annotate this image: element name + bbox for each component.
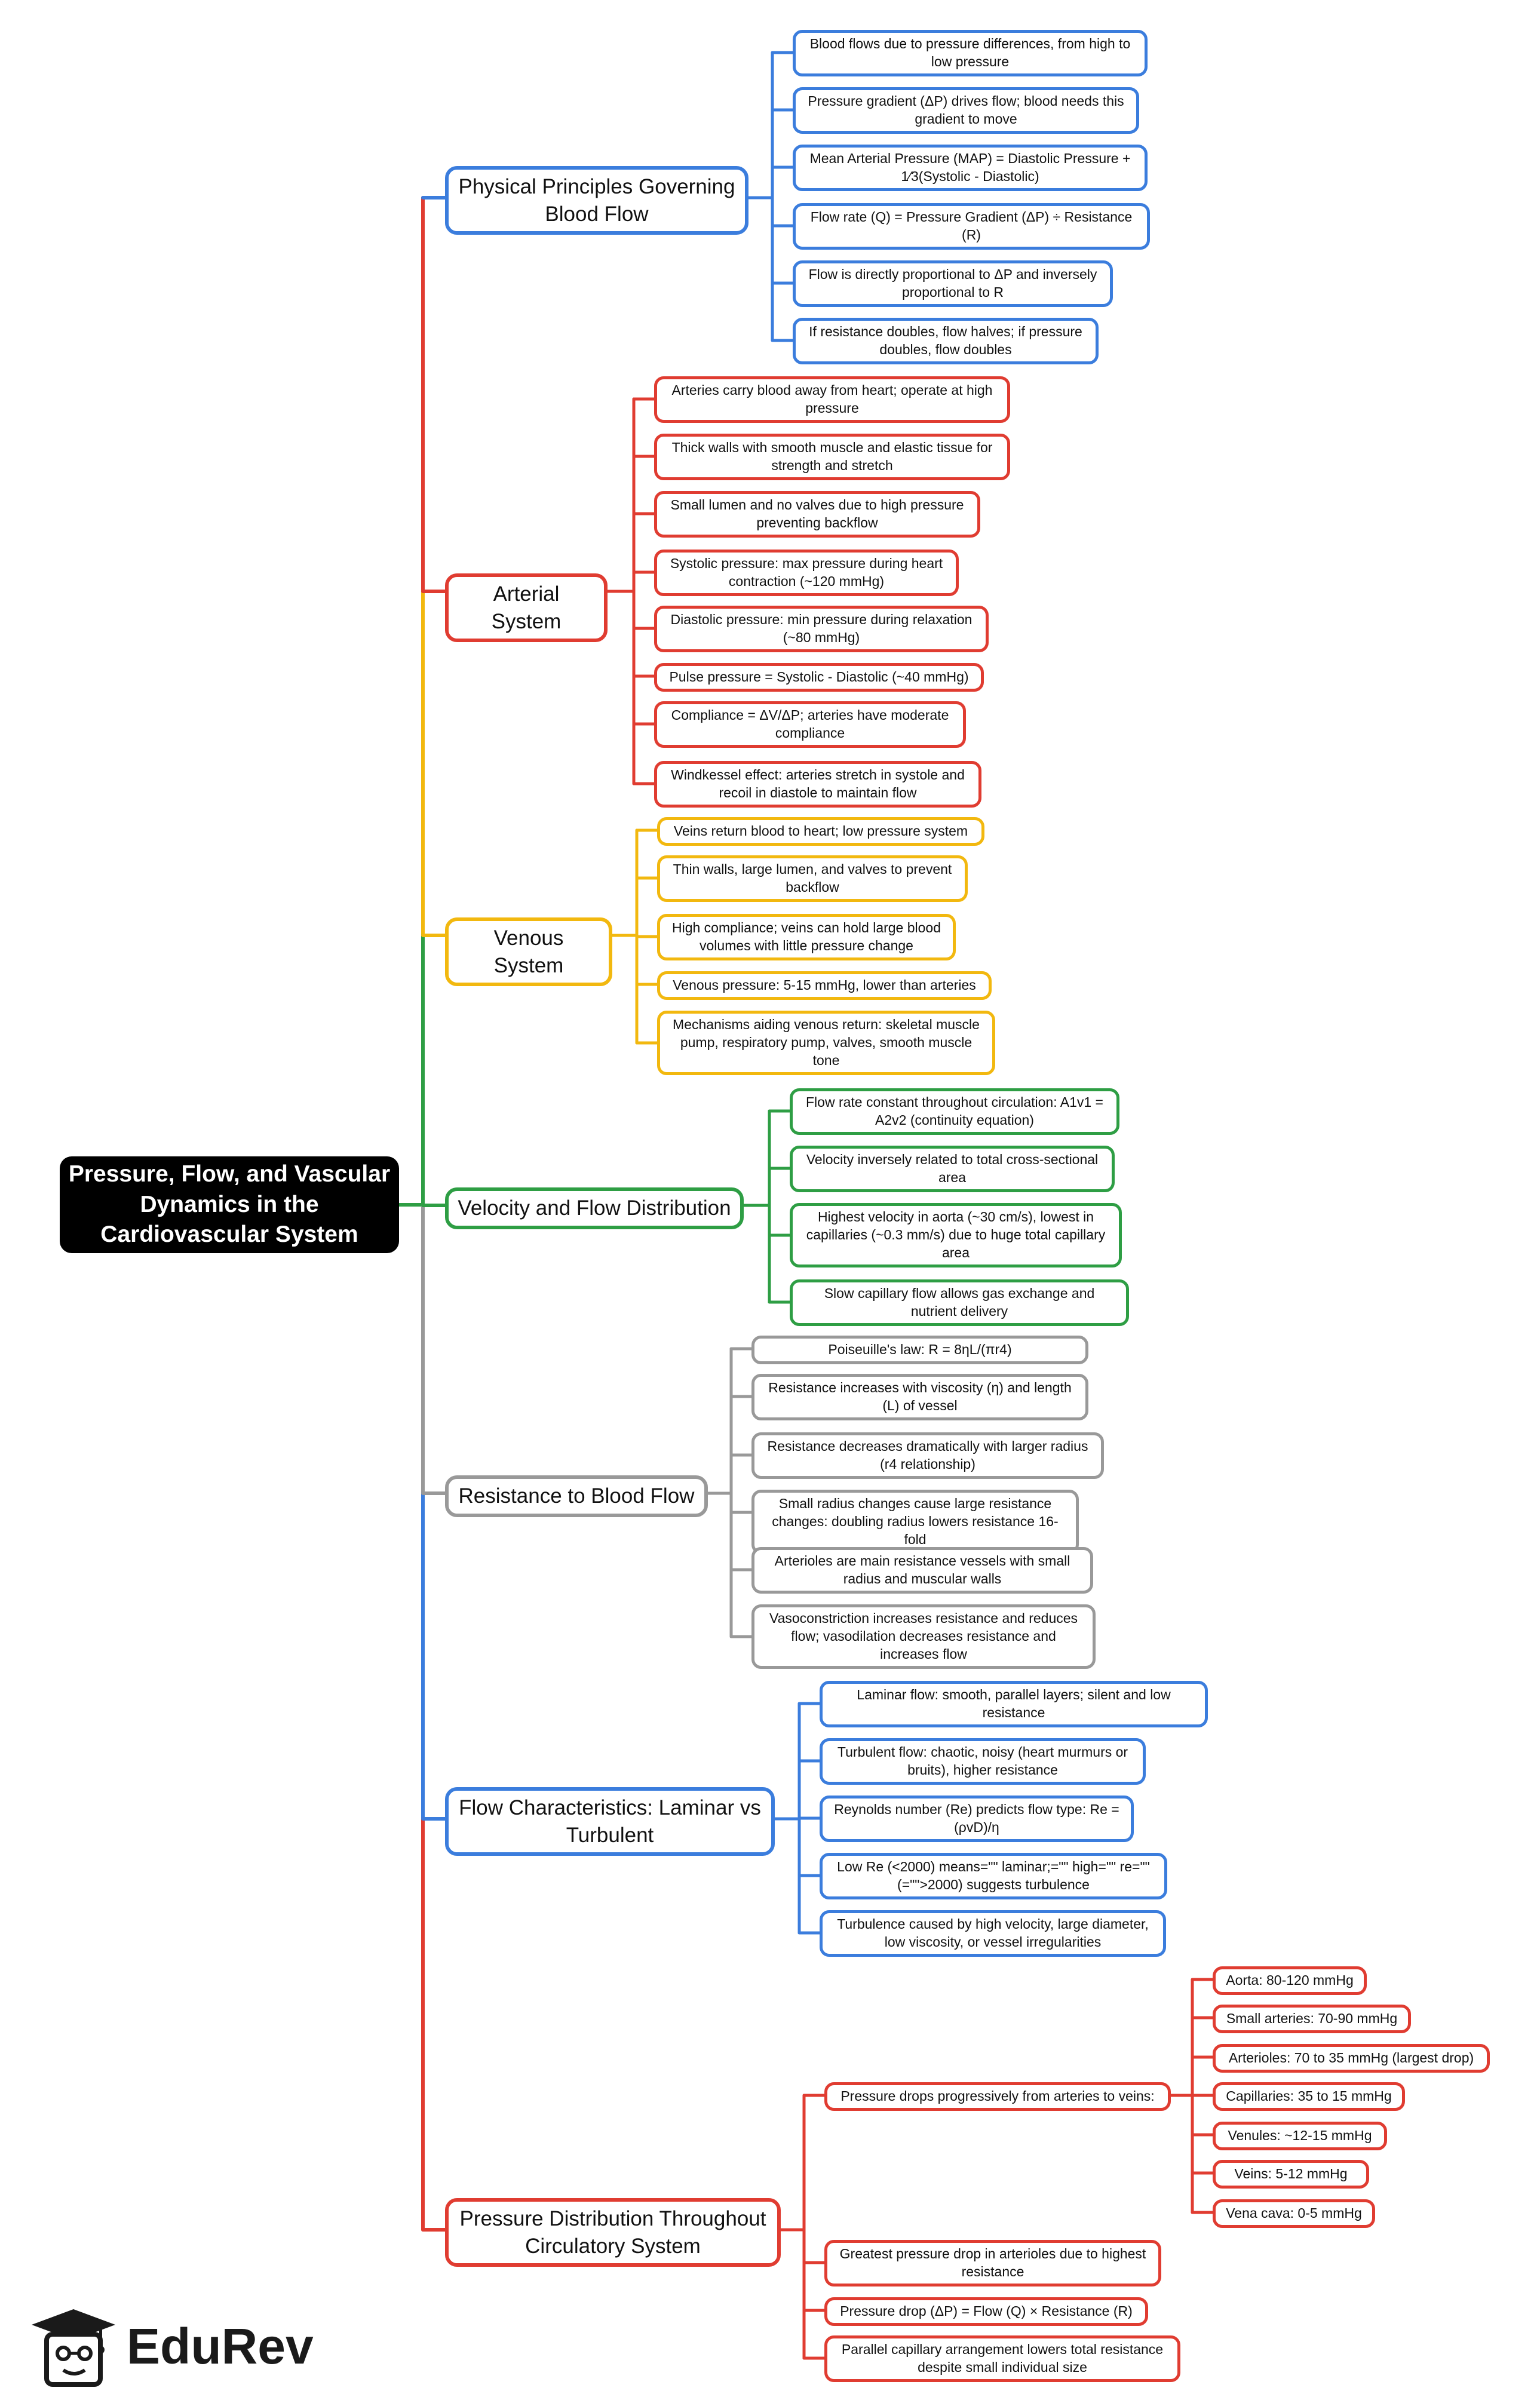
leaf-item: Turbulent flow: chaotic, noisy (heart mu…	[820, 1738, 1146, 1785]
leaf-item: Parallel capillary arrangement lowers to…	[824, 2335, 1180, 2382]
root-node: Pressure, Flow, and Vascular Dynamics in…	[60, 1156, 399, 1253]
leaf-item: Thick walls with smooth muscle and elast…	[654, 434, 1010, 480]
leaf-item: Compliance = ΔV/ΔP; arteries have modera…	[654, 701, 966, 748]
leaf-item: Resistance decreases dramatically with l…	[751, 1432, 1104, 1479]
leaf-item: Velocity inversely related to total cros…	[790, 1146, 1115, 1192]
leaf-item: Arterioles are main resistance vessels w…	[751, 1547, 1093, 1594]
leaf-item: Mechanisms aiding venous return: skeleta…	[657, 1011, 995, 1075]
leaf-item: Mean Arterial Pressure (MAP) = Diastolic…	[793, 145, 1148, 191]
leaf-item: Flow is directly proportional to ΔP and …	[793, 260, 1113, 307]
leaf-item: Pressure drops progressively from arteri…	[824, 2082, 1171, 2111]
branch-velocity-flow: Velocity and Flow Distribution	[445, 1187, 744, 1229]
sub-item: Veins: 5-12 mmHg	[1213, 2160, 1369, 2189]
sub-item: Venules: ~12-15 mmHg	[1213, 2122, 1387, 2150]
graduate-mascot-icon	[32, 2309, 115, 2387]
leaf-item: Reynolds number (Re) predicts flow type:…	[820, 1796, 1134, 1842]
leaf-item: Poiseuille's law: R = 8ηL/(πr4)	[751, 1336, 1088, 1364]
branch-venous-system: Venous System	[445, 917, 612, 986]
sub-item: Small arteries: 70-90 mmHg	[1213, 2005, 1411, 2033]
leaf-item: Pressure drop (ΔP) = Flow (Q) × Resistan…	[824, 2297, 1148, 2326]
leaf-item: Thin walls, large lumen, and valves to p…	[657, 855, 968, 902]
leaf-item: Pressure gradient (ΔP) drives flow; bloo…	[793, 87, 1139, 134]
leaf-item: Low Re (<2000) means="" laminar;="" high…	[820, 1853, 1167, 1899]
leaf-item: Systolic pressure: max pressure during h…	[654, 550, 959, 596]
leaf-item: Arteries carry blood away from heart; op…	[654, 376, 1010, 423]
sub-item: Arterioles: 70 to 35 mmHg (largest drop)	[1213, 2044, 1490, 2073]
sub-item: Vena cava: 0-5 mmHg	[1213, 2199, 1375, 2228]
branch-pressure-distribution: Pressure Distribution Throughout Circula…	[445, 2198, 781, 2267]
leaf-item: Vasoconstriction increases resistance an…	[751, 1604, 1096, 1669]
leaf-item: Blood flows due to pressure differences,…	[793, 30, 1148, 76]
leaf-item: Small lumen and no valves due to high pr…	[654, 491, 980, 538]
leaf-item: High compliance; veins can hold large bl…	[657, 914, 956, 960]
branch-resistance: Resistance to Blood Flow	[445, 1475, 708, 1517]
leaf-item: Highest velocity in aorta (~30 cm/s), lo…	[790, 1203, 1122, 1267]
leaf-item: Flow rate (Q) = Pressure Gradient (ΔP) ÷…	[793, 203, 1150, 250]
leaf-item: Venous pressure: 5-15 mmHg, lower than a…	[657, 971, 992, 1000]
leaf-item: Windkessel effect: arteries stretch in s…	[654, 761, 981, 808]
logo-text: EduRev	[127, 2318, 314, 2374]
leaf-item: Flow rate constant throughout circulatio…	[790, 1088, 1119, 1135]
leaf-item: Slow capillary flow allows gas exchange …	[790, 1279, 1129, 1326]
edurev-logo: EduRev	[29, 2304, 314, 2388]
leaf-item: Laminar flow: smooth, parallel layers; s…	[820, 1681, 1208, 1727]
branch-arterial-system: Arterial System	[445, 573, 608, 642]
leaf-item: Pulse pressure = Systolic - Diastolic (~…	[654, 663, 984, 692]
sub-item: Capillaries: 35 to 15 mmHg	[1213, 2082, 1405, 2111]
leaf-item: Veins return blood to heart; low pressur…	[657, 817, 984, 846]
leaf-item: Turbulence caused by high velocity, larg…	[820, 1910, 1166, 1957]
leaf-item: Small radius changes cause large resista…	[751, 1490, 1079, 1554]
branch-physical-principles: Physical Principles Governing Blood Flow	[445, 166, 748, 235]
leaf-item: Greatest pressure drop in arterioles due…	[824, 2240, 1161, 2286]
leaf-item: If resistance doubles, flow halves; if p…	[793, 318, 1099, 364]
branch-flow-characteristics: Flow Characteristics: Laminar vs Turbule…	[445, 1787, 775, 1856]
leaf-item: Diastolic pressure: min pressure during …	[654, 606, 989, 652]
sub-item: Aorta: 80-120 mmHg	[1213, 1966, 1367, 1995]
leaf-item: Resistance increases with viscosity (η) …	[751, 1374, 1088, 1420]
